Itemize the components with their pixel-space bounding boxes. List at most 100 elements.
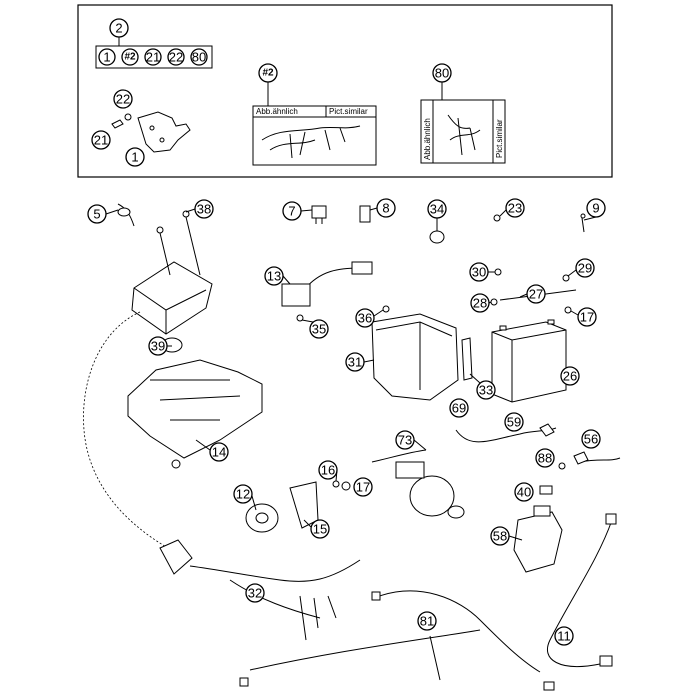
callout-17-horn[interactable]: 17 [353, 477, 373, 497]
callout-29[interactable]: 29 [575, 258, 595, 278]
callout-11[interactable]: 11 [554, 626, 574, 646]
callout-28[interactable]: 28 [470, 293, 490, 313]
callout-81[interactable]: 81 [417, 611, 437, 631]
main-harness-part [159, 539, 361, 641]
regulator-part [281, 261, 373, 322]
svg-text:#2: #2 [124, 52, 136, 63]
svg-text:15: 15 [313, 522, 327, 537]
callout-16[interactable]: 16 [318, 460, 338, 480]
svg-text:13: 13 [267, 269, 281, 284]
starter-motor-part [395, 461, 465, 519]
svg-text:2: 2 [115, 21, 122, 36]
svg-text:35: 35 [312, 322, 326, 337]
ecu-part [131, 210, 213, 335]
svg-text:27: 27 [529, 287, 543, 302]
svg-text:69: 69 [452, 401, 466, 416]
svg-text:14: 14 [212, 445, 226, 460]
callout-39[interactable]: 39 [148, 336, 168, 356]
bracket-part [111, 111, 191, 153]
callout-69[interactable]: 69 [449, 398, 469, 418]
kit-part-callout-21[interactable]: 21 [91, 130, 111, 150]
clamp-part [429, 230, 445, 244]
svg-text:26: 26 [563, 369, 577, 384]
callout-7[interactable]: 7 [282, 201, 302, 221]
kit-item-22[interactable]: 22 [167, 48, 185, 66]
svg-text:21: 21 [146, 50, 160, 65]
svg-text:33: 33 [479, 383, 493, 398]
kit-item-21[interactable]: 21 [144, 48, 162, 66]
callout-33[interactable]: 33 [476, 380, 496, 400]
fuse-box-part [513, 462, 566, 573]
harness-label-de: Abb.ähnlich [256, 107, 298, 116]
svg-text:#2: #2 [262, 68, 274, 79]
svg-text:21: 21 [94, 133, 108, 148]
cable-tie-part [117, 203, 135, 227]
svg-text:23: 23 [508, 201, 522, 216]
svg-text:11: 11 [557, 629, 571, 644]
kit-part-callout-1[interactable]: 1 [125, 147, 145, 167]
callout-36[interactable]: 36 [355, 308, 375, 328]
svg-text:17: 17 [580, 310, 594, 325]
callout-38[interactable]: 38 [194, 199, 214, 219]
kit-part-callout-22[interactable]: 22 [113, 89, 133, 109]
callout-40[interactable]: 40 [514, 482, 534, 502]
callout-5[interactable]: 5 [87, 204, 107, 224]
svg-text:58: 58 [493, 529, 507, 544]
callout-23[interactable]: 23 [505, 198, 525, 218]
callout-35[interactable]: 35 [309, 319, 329, 339]
bolt-part-9 [580, 213, 586, 233]
svg-text:80: 80 [435, 66, 449, 81]
callout-14[interactable]: 14 [209, 442, 229, 462]
harness-callout-80[interactable]: 80 [432, 63, 452, 83]
harness-callout-2[interactable]: #2 [258, 63, 278, 83]
leader-lines [105, 207, 597, 541]
svg-text:16: 16 [321, 463, 335, 478]
callout-56[interactable]: 56 [581, 429, 601, 449]
callout-88[interactable]: 88 [535, 448, 555, 468]
svg-text:17: 17 [356, 480, 370, 495]
kit-item-80[interactable]: 80 [190, 48, 208, 66]
kit-callout[interactable]: 2 [109, 18, 129, 38]
svg-text:34: 34 [430, 202, 444, 217]
svg-text:30: 30 [472, 265, 486, 280]
relay-part [311, 205, 327, 224]
callout-8[interactable]: 8 [376, 198, 396, 218]
svg-text:73: 73 [398, 433, 412, 448]
harness-80-label-de: Abb.ähnlich [423, 118, 432, 160]
callout-30[interactable]: 30 [469, 262, 489, 282]
callout-15[interactable]: 15 [310, 519, 330, 539]
svg-text:29: 29 [578, 261, 592, 276]
svg-text:22: 22 [169, 50, 183, 65]
callout-9[interactable]: 9 [586, 198, 606, 218]
svg-text:7: 7 [288, 204, 295, 219]
callout-34[interactable]: 34 [427, 199, 447, 219]
callout-31[interactable]: 31 [345, 352, 365, 372]
callout-27[interactable]: 27 [526, 284, 546, 304]
svg-text:88: 88 [538, 451, 552, 466]
harness-80-label-en: Pict.similar [495, 119, 504, 158]
starter-cables [371, 423, 621, 465]
kit-item-2[interactable]: #2 [121, 48, 139, 66]
harness-drawing [261, 125, 361, 159]
callout-26[interactable]: 26 [560, 366, 580, 386]
callout-12[interactable]: 12 [233, 484, 253, 504]
sub-harness-part [239, 590, 555, 691]
svg-text:59: 59 [507, 415, 521, 430]
kit-item-1[interactable]: 1 [98, 48, 116, 66]
callout-59[interactable]: 59 [504, 412, 524, 432]
battery-part [491, 319, 567, 403]
harness-80-box [420, 99, 506, 164]
callout-73[interactable]: 73 [395, 430, 415, 450]
callout-17-battery[interactable]: 17 [577, 307, 597, 327]
callout-32[interactable]: 32 [245, 583, 265, 603]
battery-bolts [490, 268, 577, 314]
callout-13[interactable]: 13 [264, 266, 284, 286]
svg-text:38: 38 [197, 202, 211, 217]
svg-text:56: 56 [584, 432, 598, 447]
svg-text:1: 1 [131, 150, 138, 165]
svg-text:1: 1 [103, 50, 110, 65]
callout-58[interactable]: 58 [490, 526, 510, 546]
svg-text:12: 12 [236, 487, 250, 502]
svg-text:9: 9 [592, 201, 599, 216]
